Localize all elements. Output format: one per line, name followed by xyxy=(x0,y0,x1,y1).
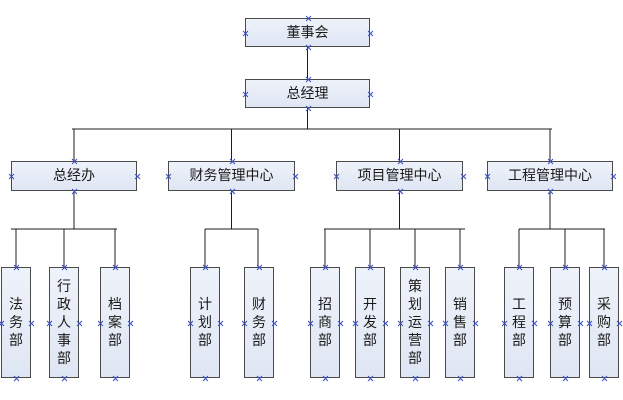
dept-name-char: 划 xyxy=(408,296,422,313)
department-box: 计划部 xyxy=(190,267,220,378)
center-box: 财务管理中心 xyxy=(168,161,295,191)
dept-name-char: 商 xyxy=(318,314,332,331)
center-box: 工程管理中心 xyxy=(487,161,613,191)
dept-name-char: 部 xyxy=(363,332,377,349)
dept-name-char: 购 xyxy=(597,314,611,331)
dept-name-char: 部 xyxy=(408,350,422,367)
department-box: 财务部 xyxy=(244,267,274,378)
dept-name-char: 开 xyxy=(363,296,377,313)
dept-name-char: 档 xyxy=(108,296,122,313)
dept-name-char: 策 xyxy=(408,278,422,295)
board-box: 董事会 xyxy=(245,18,370,47)
dept-name-char: 算 xyxy=(558,314,572,331)
dept-name-char: 部 xyxy=(198,332,212,349)
dept-name-char: 法 xyxy=(9,296,23,313)
dept-name-char: 招 xyxy=(318,296,332,313)
department-box: 行政人事部 xyxy=(49,267,79,378)
department-box: 招商部 xyxy=(310,267,340,378)
dept-name-char: 务 xyxy=(252,314,266,331)
dept-name-char: 售 xyxy=(453,314,467,331)
dept-name-char: 财 xyxy=(252,296,266,313)
dept-name-char: 部 xyxy=(252,332,266,349)
dept-name-char: 划 xyxy=(198,314,212,331)
dept-name-char: 预 xyxy=(558,296,572,313)
dept-name-char: 行 xyxy=(57,278,71,295)
dept-name-char: 部 xyxy=(9,332,23,349)
dept-name-char: 部 xyxy=(512,332,526,349)
department-box: 采购部 xyxy=(589,267,619,378)
department-box: 档案部 xyxy=(100,267,130,378)
department-box: 销售部 xyxy=(445,267,475,378)
dept-name-char: 发 xyxy=(363,314,377,331)
dept-name-char: 务 xyxy=(9,314,23,331)
department-box: 预算部 xyxy=(550,267,580,378)
dept-name-char: 工 xyxy=(512,296,526,313)
general-manager-box: 总经理 xyxy=(245,79,370,108)
dept-name-char: 运 xyxy=(408,314,422,331)
dept-name-char: 采 xyxy=(597,296,611,313)
department-box: 法务部 xyxy=(1,267,31,378)
department-box: 开发部 xyxy=(355,267,385,378)
dept-name-char: 程 xyxy=(512,314,526,331)
dept-name-char: 营 xyxy=(408,332,422,349)
dept-name-char: 部 xyxy=(108,332,122,349)
department-box: 策划运营部 xyxy=(400,267,430,378)
center-box: 项目管理中心 xyxy=(336,161,463,191)
dept-name-char: 部 xyxy=(453,332,467,349)
dept-name-char: 部 xyxy=(597,332,611,349)
dept-name-char: 案 xyxy=(108,314,122,331)
department-box: 工程部 xyxy=(504,267,534,378)
dept-name-char: 部 xyxy=(57,350,71,367)
dept-name-char: 人 xyxy=(57,314,71,331)
dept-name-char: 部 xyxy=(318,332,332,349)
dept-name-char: 部 xyxy=(558,332,572,349)
dept-name-char: 事 xyxy=(57,332,71,349)
dept-name-char: 政 xyxy=(57,296,71,313)
dept-name-char: 销 xyxy=(453,296,467,313)
center-box: 总经办 xyxy=(11,161,137,191)
dept-name-char: 计 xyxy=(198,296,212,313)
